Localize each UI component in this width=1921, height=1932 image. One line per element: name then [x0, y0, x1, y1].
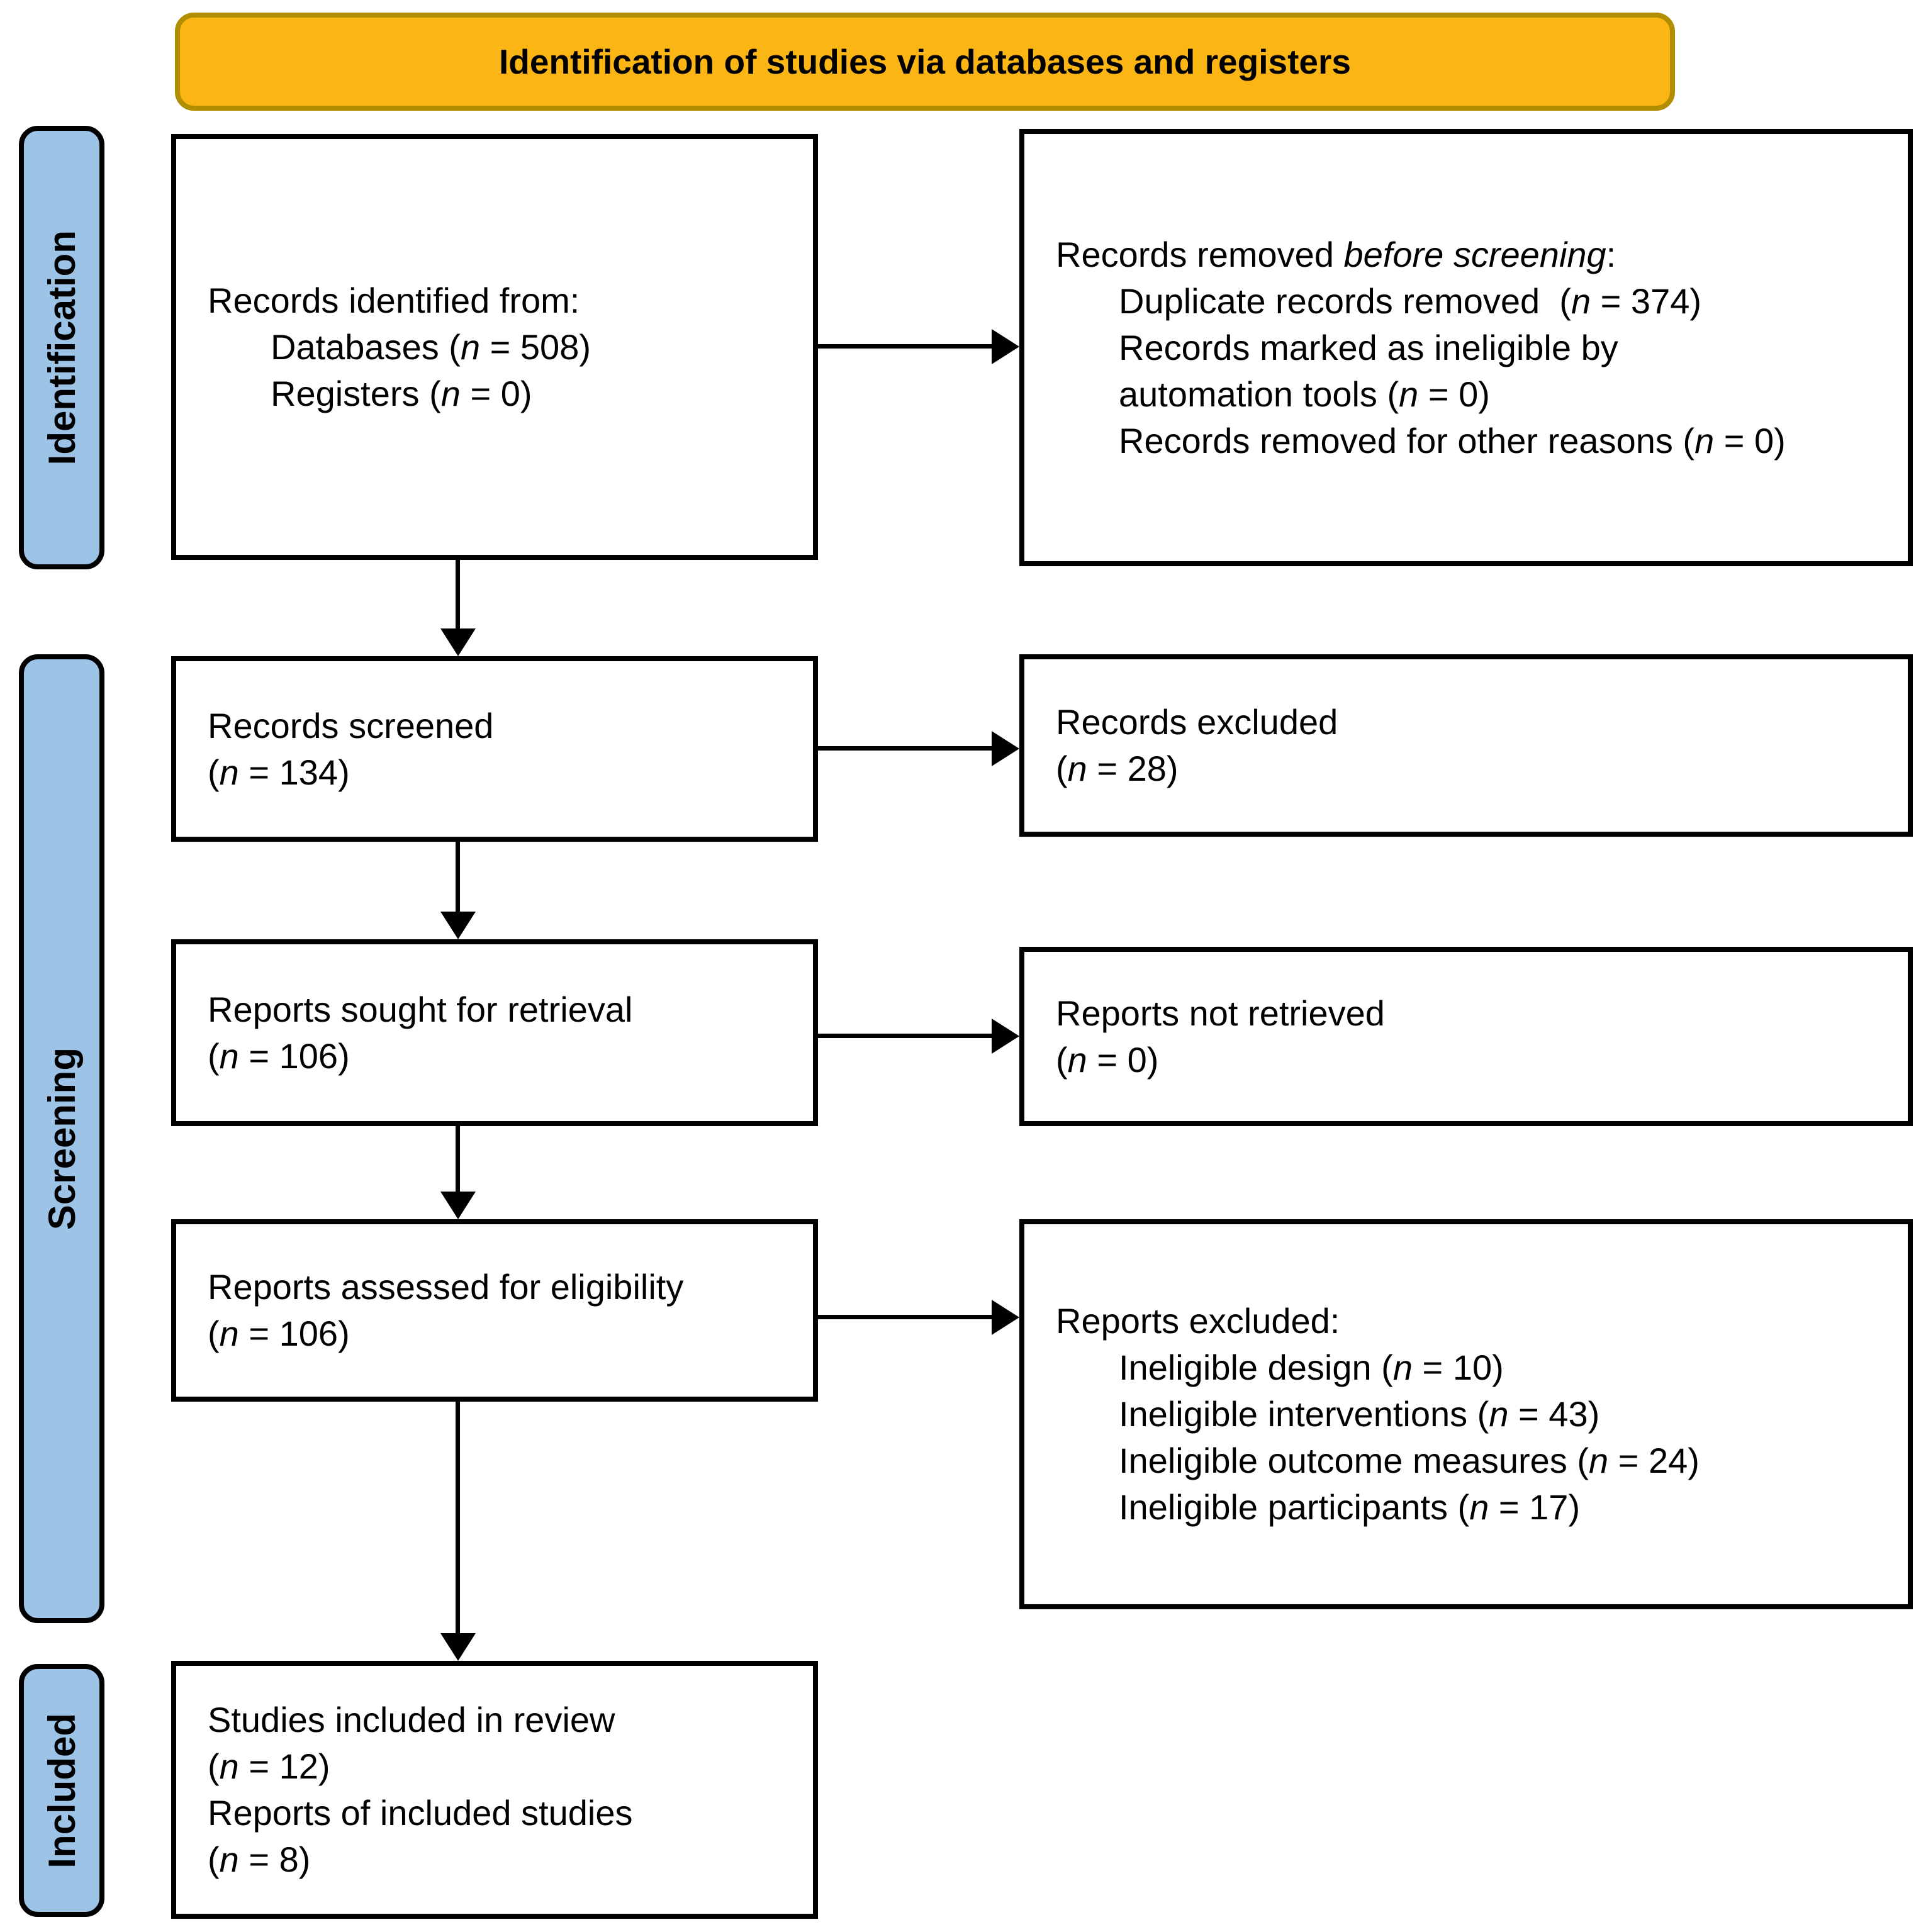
stage-label-included-text: Included [40, 1712, 83, 1868]
text-line: Ineligible interventions (n = 43) [1119, 1394, 1600, 1434]
arrow-sought-to-assessed-head-icon [440, 1192, 476, 1219]
arrow-assessed-to-included-head-icon [440, 1633, 476, 1661]
text-line: Ineligible participants (n = 17) [1119, 1487, 1581, 1527]
text-line: (n = 0) [1056, 1039, 1159, 1080]
box-records-identified: Records identified from: Databases (n = 5… [171, 134, 818, 560]
text-line: Registers (n = 0) [271, 373, 532, 413]
text-line: (n = 134) [208, 752, 350, 792]
box-reports-excluded: Reports excluded: Ineligible design (n = … [1019, 1219, 1913, 1609]
text-line: Records marked as ineligible by [1119, 327, 1618, 367]
text-line: Reports excluded: [1056, 1301, 1340, 1341]
arrow-sought-to-notretrieved-line [818, 1034, 993, 1038]
stage-label-screening-text: Screening [40, 1047, 83, 1231]
stage-label-included: Included [19, 1664, 104, 1917]
stage-label-screening: Screening [19, 654, 104, 1623]
box-reports-sought: Reports sought for retrieval (n = 106) [171, 939, 818, 1126]
text-line: Records excluded [1056, 702, 1338, 742]
box-records-excluded: Records excluded (n = 28) [1019, 654, 1913, 837]
text-line: Records removed before screening: [1056, 234, 1616, 274]
text-line: Records removed for other reasons (n = 0… [1119, 420, 1786, 461]
text-line: Reports sought for retrieval [208, 989, 633, 1029]
text-line: Records identified from: [208, 280, 580, 320]
arrow-sought-to-assessed-line [456, 1126, 460, 1193]
banner-title-label: Identification of studies via databases … [499, 42, 1351, 81]
arrow-identified-to-removed-line [818, 344, 993, 349]
text-line: Duplicate records removed (n = 374) [1119, 281, 1702, 321]
text-line: Ineligible outcome measures (n = 24) [1119, 1441, 1700, 1480]
arrow-identified-to-screened-head-icon [440, 628, 476, 656]
text-line: Reports not retrieved [1056, 993, 1385, 1033]
arrow-assessed-to-reportsexcluded-line [818, 1315, 993, 1319]
box-reports-assessed: Reports assessed for eligibility (n = 106… [171, 1219, 818, 1402]
text-line: (n = 106) [208, 1036, 350, 1076]
text-line: automation tools (n = 0) [1119, 374, 1490, 414]
text-line: Reports assessed for eligibility [208, 1267, 684, 1307]
banner-title: Identification of studies via databases … [175, 13, 1675, 111]
arrow-assessed-to-included-line [456, 1402, 460, 1634]
text-line: Ineligible design (n = 10) [1119, 1348, 1504, 1387]
arrow-screened-to-excluded-head-icon [992, 731, 1019, 766]
text-line: Records screened [208, 705, 494, 745]
arrow-screened-to-excluded-line [818, 746, 993, 751]
arrow-screened-to-sought-head-icon [440, 912, 476, 939]
text-line: Reports of included studies [208, 1793, 633, 1833]
stage-label-identification-text: Identification [40, 230, 83, 466]
arrow-screened-to-sought-line [456, 842, 460, 913]
arrow-identified-to-removed-head-icon [992, 329, 1019, 364]
arrow-assessed-to-reportsexcluded-head-icon [992, 1300, 1019, 1335]
text-line: (n = 8) [208, 1840, 311, 1879]
box-reports-not-retrieved: Reports not retrieved (n = 0) [1019, 947, 1913, 1126]
text-line: (n = 12) [208, 1746, 330, 1786]
box-studies-included: Studies included in review (n = 12) Report… [171, 1661, 818, 1919]
text-line: Databases (n = 508) [271, 327, 591, 367]
box-records-removed: Records removed before screening: Duplica… [1019, 129, 1913, 566]
text-line: Studies included in review [208, 1700, 615, 1739]
stage-label-identification: Identification [19, 126, 104, 569]
text-line: (n = 28) [1056, 749, 1179, 788]
arrow-sought-to-notretrieved-head-icon [992, 1019, 1019, 1054]
arrow-identified-to-screened-line [456, 560, 460, 630]
box-records-screened: Records screened (n = 134) [171, 656, 818, 842]
text-line: (n = 106) [208, 1314, 350, 1353]
